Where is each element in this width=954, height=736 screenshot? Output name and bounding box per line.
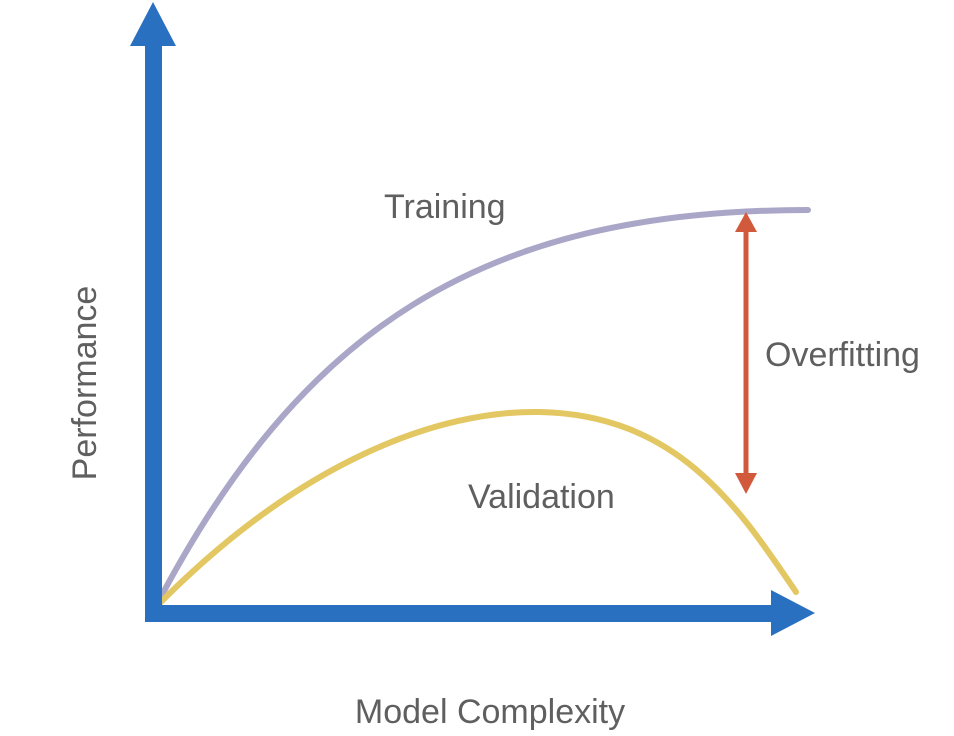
validation-label: Validation — [468, 478, 615, 516]
x-axis-title: Model Complexity — [355, 693, 625, 731]
y-axis-title: Performance — [66, 286, 104, 481]
overfitting-label: Overfitting — [765, 336, 920, 374]
y-axis — [130, 2, 176, 618]
x-axis — [145, 590, 815, 636]
training-curve — [152, 207, 811, 611]
gap-arrowhead-bottom — [735, 473, 757, 494]
y-axis-arrowhead — [130, 2, 176, 46]
overfitting-gap-arrow — [735, 212, 757, 494]
validation-curve — [152, 408, 799, 611]
training-label: Training — [384, 188, 506, 226]
gap-arrowhead-top — [735, 212, 757, 232]
x-axis-arrowhead — [771, 590, 815, 636]
